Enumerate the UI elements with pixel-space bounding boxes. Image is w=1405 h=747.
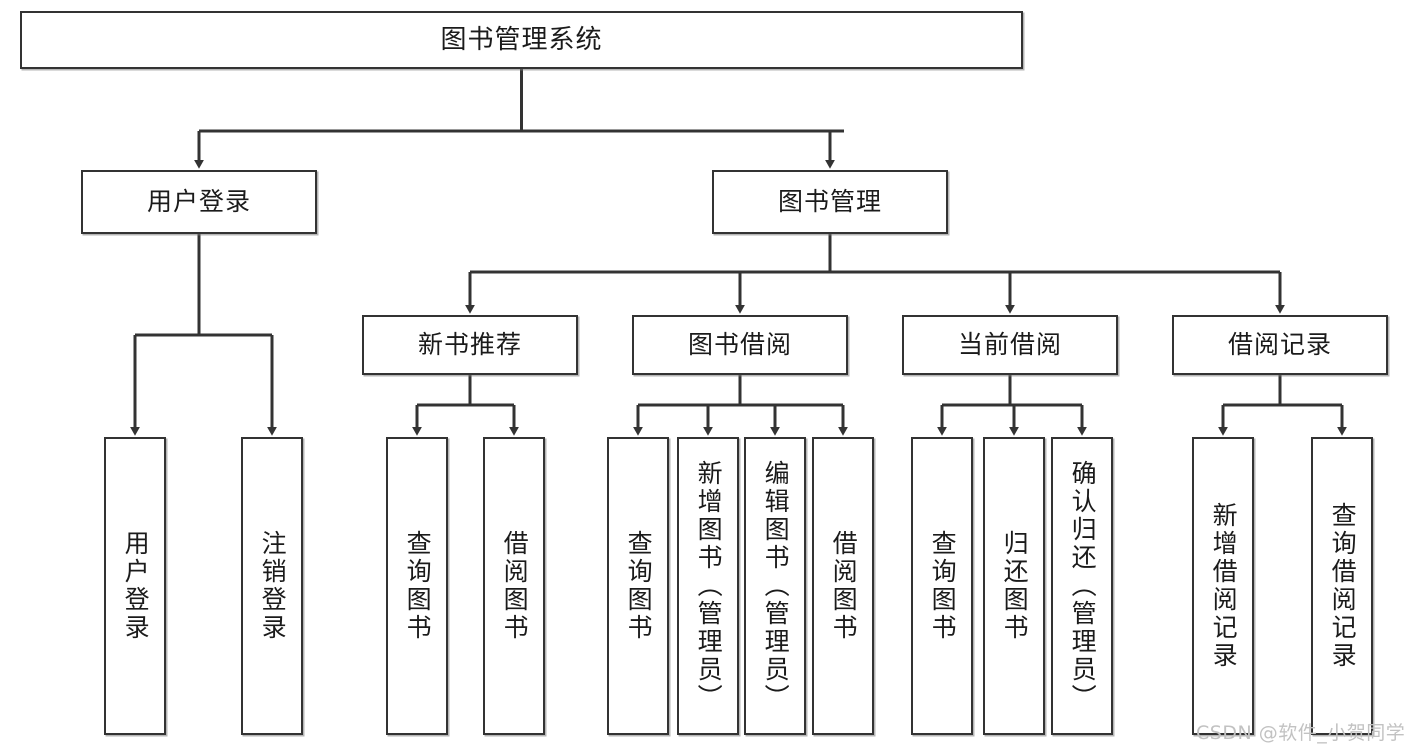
node-borrow-record[interactable]: 借阅记录 bbox=[1172, 315, 1388, 375]
node-leaf-user-login[interactable]: 用户登录 bbox=[104, 437, 166, 735]
node-current-borrow-label: 当前借阅 bbox=[957, 330, 1062, 360]
node-leaf-query-book-3-label: 查询图书 bbox=[928, 530, 958, 642]
node-leaf-borrow-book-2-label: 借阅图书 bbox=[829, 530, 859, 642]
watermark: CSDN @软件_小贺同学 bbox=[1196, 722, 1405, 744]
node-leaf-borrow-book-1-label: 借阅图书 bbox=[500, 530, 530, 642]
node-leaf-return-book[interactable]: 归还图书 bbox=[983, 437, 1045, 735]
node-borrow-record-label: 借阅记录 bbox=[1227, 330, 1332, 360]
node-leaf-add-borrow-record-label: 新增借阅记录 bbox=[1209, 502, 1239, 670]
node-root[interactable]: 图书管理系统 bbox=[20, 11, 1023, 69]
node-leaf-logout-login[interactable]: 注销登录 bbox=[241, 437, 303, 735]
node-leaf-query-book-1-label: 查询图书 bbox=[403, 530, 433, 642]
node-leaf-borrow-book-1[interactable]: 借阅图书 bbox=[483, 437, 545, 735]
node-leaf-confirm-return-admin[interactable]: 确认归还（管理员） bbox=[1051, 437, 1113, 735]
node-leaf-add-borrow-record[interactable]: 新增借阅记录 bbox=[1192, 437, 1254, 735]
node-leaf-user-login-label: 用户登录 bbox=[121, 530, 151, 642]
node-leaf-return-book-label: 归还图书 bbox=[1000, 530, 1030, 642]
node-leaf-query-borrow-record-label: 查询借阅记录 bbox=[1328, 502, 1358, 670]
node-leaf-add-book-admin[interactable]: 新增图书（管理员） bbox=[677, 437, 739, 735]
node-leaf-query-book-3[interactable]: 查询图书 bbox=[911, 437, 973, 735]
node-leaf-logout-login-label: 注销登录 bbox=[258, 530, 288, 642]
node-leaf-query-book-2-label: 查询图书 bbox=[624, 530, 654, 642]
node-leaf-add-book-admin-label: 新增图书（管理员） bbox=[694, 460, 724, 712]
node-leaf-query-book-2[interactable]: 查询图书 bbox=[607, 437, 669, 735]
node-book-borrow[interactable]: 图书借阅 bbox=[632, 315, 848, 375]
node-leaf-edit-book-admin-label: 编辑图书（管理员） bbox=[761, 460, 791, 712]
node-leaf-confirm-return-admin-label: 确认归还（管理员） bbox=[1068, 460, 1098, 712]
node-user-login[interactable]: 用户登录 bbox=[81, 170, 317, 234]
node-current-borrow[interactable]: 当前借阅 bbox=[902, 315, 1118, 375]
node-book-manage-label: 图书管理 bbox=[777, 187, 882, 217]
node-new-book-recommend-label: 新书推荐 bbox=[417, 330, 522, 360]
node-root-label: 图书管理系统 bbox=[440, 24, 603, 55]
node-leaf-edit-book-admin[interactable]: 编辑图书（管理员） bbox=[744, 437, 806, 735]
node-leaf-borrow-book-2[interactable]: 借阅图书 bbox=[812, 437, 874, 735]
node-book-manage[interactable]: 图书管理 bbox=[712, 170, 948, 234]
node-new-book-recommend[interactable]: 新书推荐 bbox=[362, 315, 578, 375]
node-leaf-query-borrow-record[interactable]: 查询借阅记录 bbox=[1311, 437, 1373, 735]
node-book-borrow-label: 图书借阅 bbox=[687, 330, 792, 360]
node-user-login-label: 用户登录 bbox=[146, 187, 251, 217]
node-leaf-query-book-1[interactable]: 查询图书 bbox=[386, 437, 448, 735]
